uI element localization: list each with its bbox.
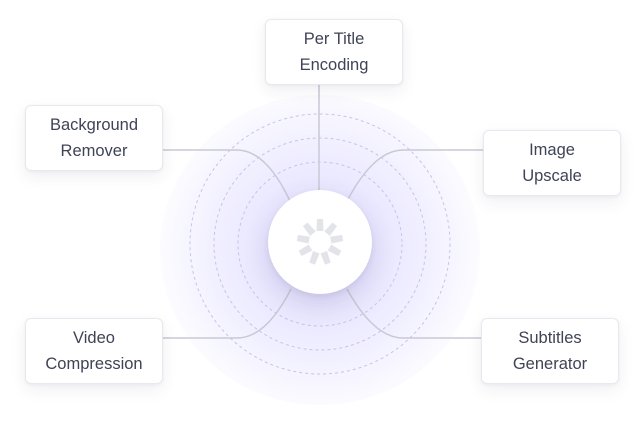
node-label-line2: Compression <box>45 355 143 373</box>
node-label-line1: Image <box>529 141 575 159</box>
connector-subtitles-generator <box>346 288 496 339</box>
node-label-line1: Per Title <box>303 30 365 48</box>
node-label-line2: Remover <box>60 142 128 160</box>
node-label-line1: Subtitles <box>518 329 582 347</box>
node-label-line2: Generator <box>512 355 588 373</box>
node-image-upscale: Image Upscale <box>483 130 621 196</box>
aperture-icon <box>296 219 344 265</box>
connector-video-compression <box>143 288 292 339</box>
node-per-title-encoding: Per Title Encoding <box>265 19 403 85</box>
center-hub <box>268 190 372 294</box>
node-label-line1: Video <box>73 329 115 347</box>
node-label-line1: Background <box>49 116 139 134</box>
node-background-remover: Background Remover <box>25 105 163 171</box>
ring-outer <box>189 113 451 375</box>
connector-image-upscale <box>346 149 496 202</box>
node-video-compression: Video Compression <box>25 318 163 384</box>
node-label-line2: Upscale <box>522 167 582 185</box>
node-label-line2: Encoding <box>299 56 369 74</box>
ring-inner <box>237 161 403 327</box>
node-subtitles-generator: Subtitles Generator <box>481 318 619 384</box>
ring-middle <box>213 137 427 351</box>
connector-background-remover <box>143 149 291 202</box>
